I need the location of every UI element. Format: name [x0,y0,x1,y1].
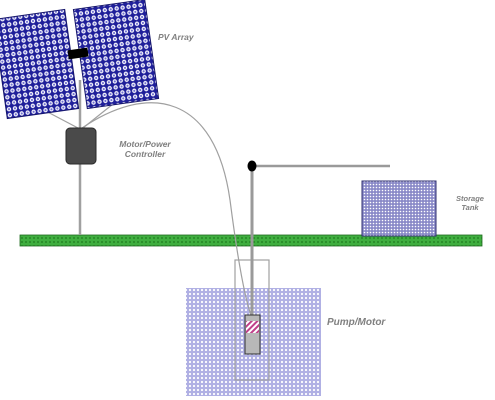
power-cable-to-pump [81,102,253,319]
storage-tank-label-line2: Tank [461,203,479,212]
storage-tank-label-line1: Storage [456,194,484,203]
solar-panel-icon [0,0,160,120]
controller-box-icon [65,127,97,165]
pump-motor-label: Pump/Motor [327,317,386,328]
pv-panel-right [72,0,160,110]
controller-label-line1: Motor/Power [119,139,171,149]
pump-body [244,314,261,355]
panel-mount-bracket [67,47,89,60]
pipe-valve-icon [247,160,257,172]
controller-label-line2: Controller [125,149,166,159]
pv-panel-left [0,8,80,120]
tank-icon [361,180,437,237]
pump-intake-band [246,321,259,333]
pump-icon [244,314,261,355]
pv-array-label: PV Array [158,32,195,42]
